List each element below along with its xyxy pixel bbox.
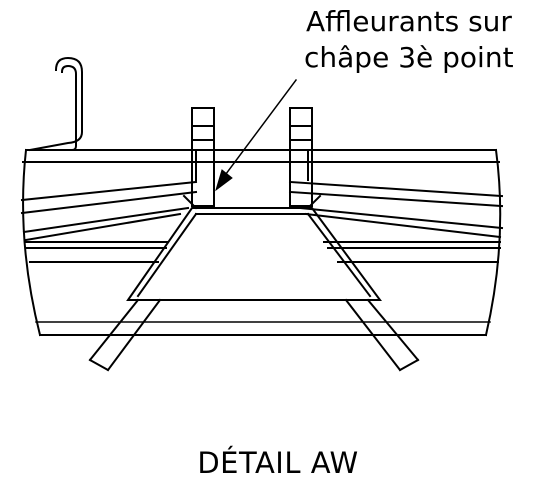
center-band — [25, 241, 501, 263]
left-diagonal-strut — [88, 298, 162, 372]
left-clevis-ear — [191, 107, 215, 207]
left-hook-rod — [28, 56, 83, 152]
arrowhead-icon — [215, 169, 233, 192]
callout-text-line-1: Affleurants sur — [306, 5, 512, 38]
body-left-edge — [22, 148, 42, 337]
right-tapered-plates — [288, 180, 504, 239]
left-tapered-plates — [20, 180, 198, 242]
trapezoid-gusset — [126, 194, 382, 301]
callout-text-line-2: châpe 3è point — [304, 41, 514, 74]
body-outline — [22, 148, 502, 337]
leader-arrow — [215, 78, 298, 192]
right-diagonal-strut — [344, 298, 420, 372]
detail-title: DÉTAIL AW — [197, 446, 359, 480]
right-clevis-ear — [289, 107, 313, 207]
